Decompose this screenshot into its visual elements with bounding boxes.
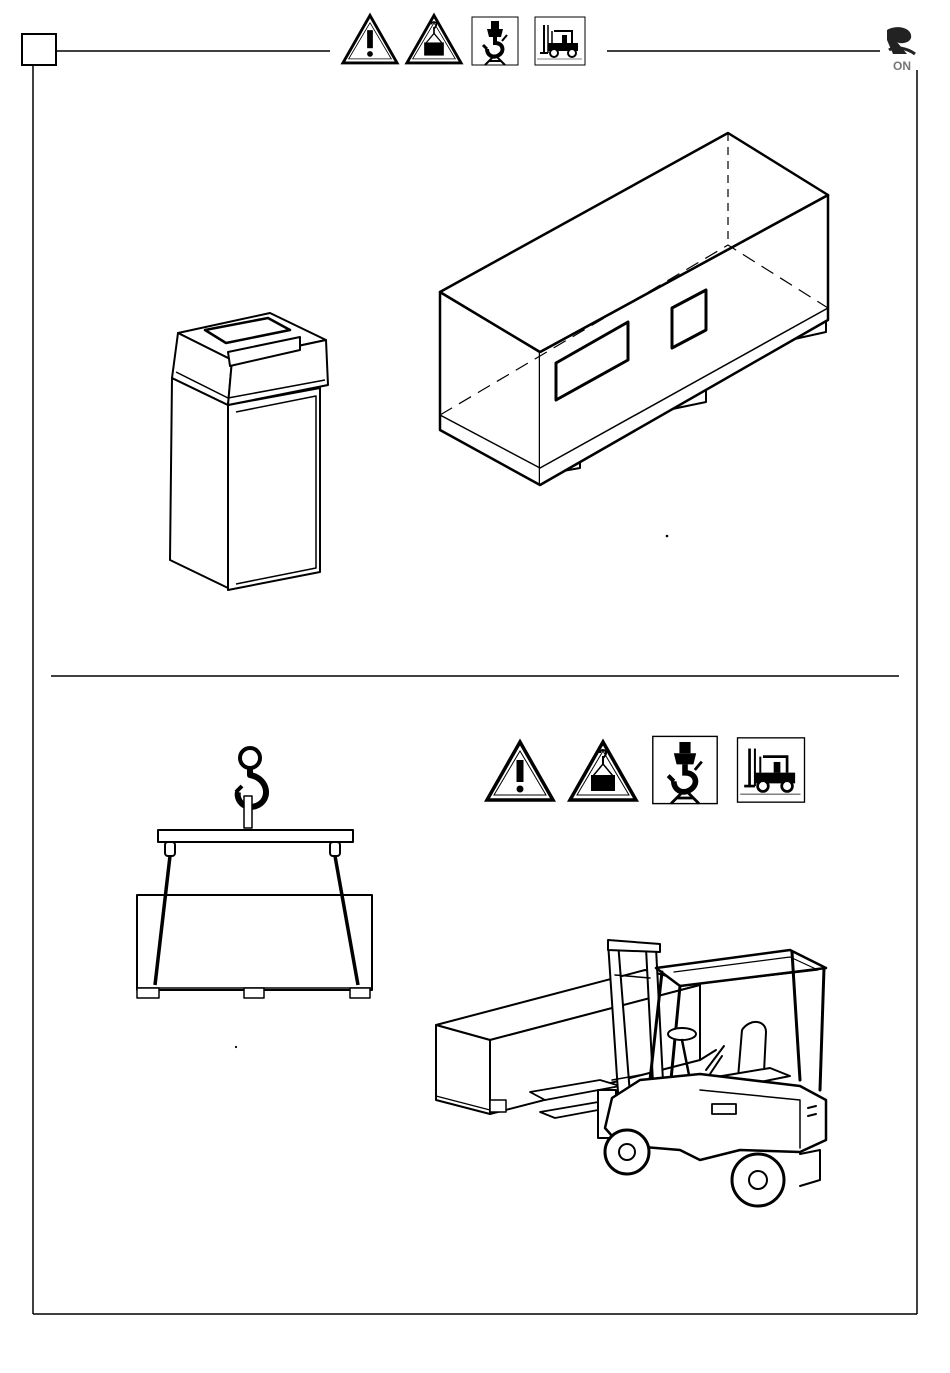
- header-icons: [343, 15, 585, 65]
- suspended-load-warning-icon: [407, 15, 461, 63]
- general-warning-icon: [343, 15, 397, 63]
- forklift-carrying-crate-drawing: [436, 940, 826, 1206]
- waste-bin-drawing: [170, 313, 328, 590]
- brand-logo: ON: [887, 27, 915, 73]
- bottom-icons: [487, 736, 805, 803]
- logo-text: ON: [893, 59, 911, 73]
- packed-crate-drawing: [440, 133, 828, 537]
- crane-hook-lifting-icon: [653, 736, 717, 803]
- crane-hook-lifting-icon: [472, 17, 518, 65]
- general-warning-icon: [487, 742, 553, 800]
- suspended-load-warning-icon: [570, 742, 636, 800]
- forklift-handling-icon: [738, 738, 805, 802]
- crane-lifting-crate-drawing: [137, 748, 372, 1048]
- forklift-handling-icon: [535, 17, 585, 65]
